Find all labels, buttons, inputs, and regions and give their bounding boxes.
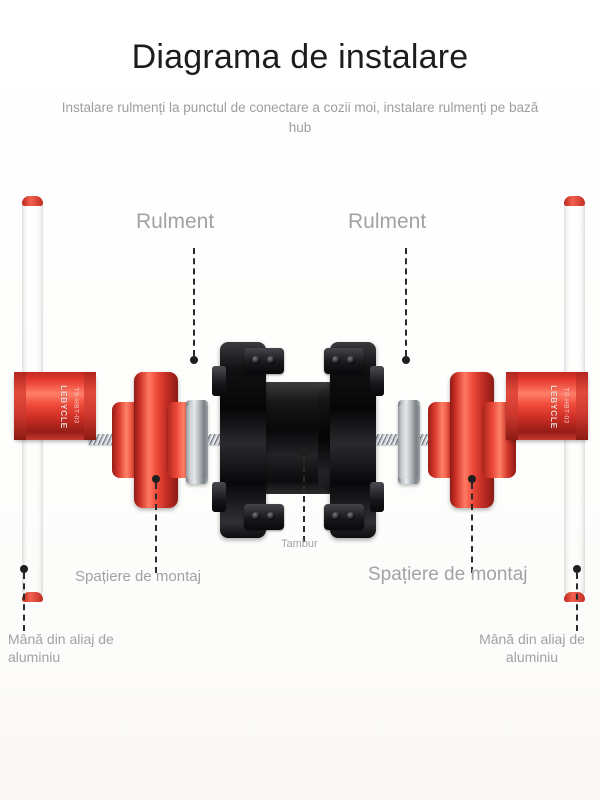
handle-right[interactable]: LEBYCLE TS-HBT-03	[492, 190, 600, 610]
label-handle-right: Mână din aliaj de aluminiu	[479, 631, 585, 665]
leader-handle-right	[576, 573, 578, 631]
model-text-left: TS-HBT-03	[72, 387, 80, 424]
brand-text-right: LEBYCLE	[548, 385, 559, 429]
hub-lip-left-top	[212, 366, 226, 396]
leader-dot-bearing-right	[402, 356, 410, 364]
handle-body-right: LEBYCLE TS-HBT-03	[506, 372, 588, 440]
bar-cap-right-top	[564, 196, 585, 206]
hub-lip-right-bottom	[370, 482, 384, 512]
handle-endcap-left-inner	[84, 372, 96, 440]
handle-endcap-left	[14, 372, 26, 440]
label-spacer-left: Spațiere de montaj	[75, 568, 201, 585]
bolt-hole-icon	[252, 512, 260, 520]
brand-text-left: LEBYCLE	[58, 385, 69, 429]
bearing-left[interactable]	[186, 400, 208, 484]
bottom-gradient-tint	[0, 680, 600, 800]
bolt-hole-icon	[267, 356, 275, 364]
leader-spacer-left	[155, 483, 157, 573]
label-bearing-right: Rulment	[348, 210, 427, 233]
handle-left[interactable]: LEBYCLE TS-HBT-03	[8, 190, 118, 610]
leader-hub	[303, 456, 305, 542]
handle-body-left: LEBYCLE TS-HBT-03	[14, 372, 96, 440]
hub-bolt-tab-left-top	[244, 348, 284, 374]
model-text-right: TS-HBT-03	[562, 387, 570, 424]
bolt-hole-icon	[252, 356, 260, 364]
bearing-right[interactable]	[398, 400, 420, 484]
label-spacer-right: Spațiere de montaj	[368, 564, 528, 585]
bar-cap-right-bottom	[564, 592, 585, 602]
leader-dot-spacer-left	[152, 475, 160, 483]
hub-shell[interactable]	[212, 342, 384, 538]
bolt-hole-icon	[332, 512, 340, 520]
page-subtitle: Instalare rulmenți la punctul de conecta…	[61, 100, 539, 135]
leader-spacer-right	[471, 483, 473, 573]
leader-dot-handle-right	[573, 565, 581, 573]
label-bearing-left: Rulment	[136, 210, 215, 233]
hub-bolt-tab-left-bottom	[244, 504, 284, 530]
handle-endcap-right-inner	[506, 372, 518, 440]
leader-bearing-right	[405, 248, 407, 356]
handle-endcap-right	[576, 372, 588, 440]
leader-handle-left	[23, 573, 25, 631]
leader-dot-handle-left	[20, 565, 28, 573]
leader-dot-bearing-left	[190, 356, 198, 364]
hub-bolt-tab-right-top	[324, 348, 364, 374]
hub-lip-right-top	[370, 366, 384, 396]
hub-lip-left-bottom	[212, 482, 226, 512]
leader-dot-hub	[300, 448, 308, 456]
bolt-hole-icon	[347, 512, 355, 520]
hub-bolt-tab-right-bottom	[324, 504, 364, 530]
leader-bearing-left	[193, 248, 195, 356]
bolt-hole-icon	[267, 512, 275, 520]
label-hub: Tambur	[281, 538, 318, 550]
leader-dot-spacer-right	[468, 475, 476, 483]
bolt-hole-icon	[332, 356, 340, 364]
bolt-hole-icon	[347, 356, 355, 364]
page-title: Diagrama de instalare	[131, 38, 469, 76]
bar-cap-left-bottom	[22, 592, 43, 602]
bar-cap-left-top	[22, 196, 43, 206]
label-handle-left: Mână din aliaj de aluminiu	[8, 631, 114, 665]
exploded-assembly-diagram: LEBYCLE TS-HBT-03	[0, 190, 600, 670]
